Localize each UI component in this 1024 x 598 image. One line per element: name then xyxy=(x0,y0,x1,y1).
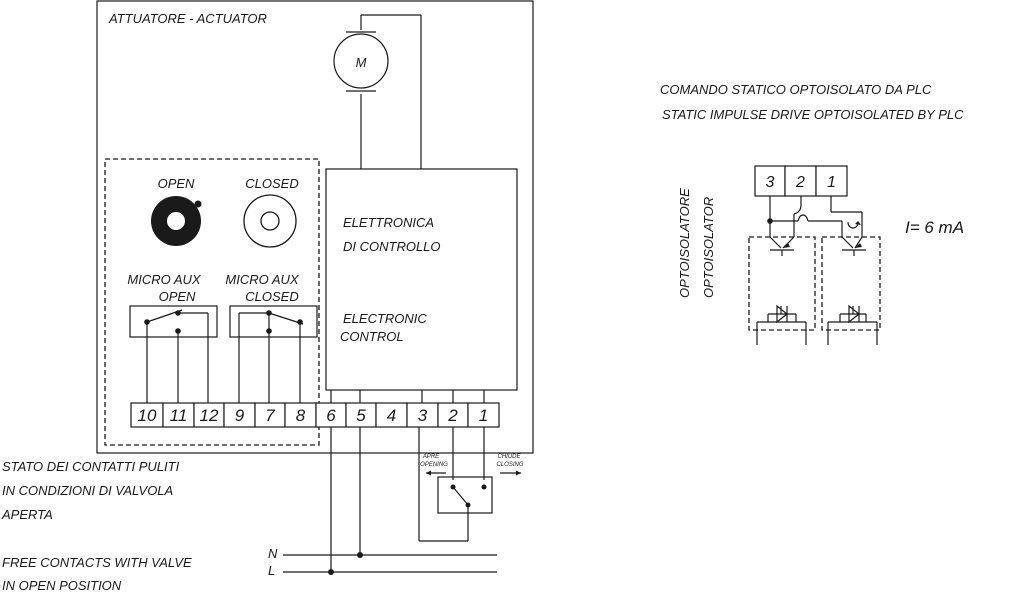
control-electronics-box xyxy=(325,168,518,391)
current-label: I= 6 mA xyxy=(905,218,964,237)
terminal-label: 4 xyxy=(387,406,396,425)
switch-close-label-2: CLOSING xyxy=(496,462,523,468)
note-en-line: FREE CONTACTS WITH VALVE xyxy=(2,555,192,570)
terminal-cell xyxy=(375,402,408,428)
micro-open-label-1: MICRO AUX xyxy=(127,272,202,287)
terminal-label: 7 xyxy=(265,406,275,425)
terminal-label: 12 xyxy=(200,406,219,425)
indicator-open-label: OPEN xyxy=(158,176,195,191)
note-it-line: IN CONDIZIONI DI VALVOLA xyxy=(2,483,173,498)
terminal-label: 10 xyxy=(138,406,157,425)
plc-terminal-cell xyxy=(815,165,848,197)
plc-title-it: COMANDO STATICO OPTOISOLATO DA PLC xyxy=(660,82,932,97)
terminal-label: 6 xyxy=(326,406,336,425)
control-label-en-2: CONTROL xyxy=(340,329,404,344)
note-en-line: IN OPEN POSITION xyxy=(2,578,122,593)
micro-switch-open xyxy=(129,305,218,338)
terminal-label: 2 xyxy=(447,406,458,425)
terminal-label: 3 xyxy=(418,406,428,425)
opto-label-it: OPTOISOLATORE xyxy=(677,188,692,298)
line-l-label: L xyxy=(268,563,275,578)
aux-micro-block xyxy=(104,158,320,446)
micro-closed-label-1: MICRO AUX xyxy=(225,272,300,287)
plc-terminal-strip: 3 2 1 xyxy=(754,165,848,197)
terminal-label: 8 xyxy=(296,406,306,425)
control-label-en-1: ELECTRONIC xyxy=(343,311,427,326)
external-selector-switch xyxy=(437,476,493,514)
motor-label: M xyxy=(356,55,367,70)
optoisolator-1 xyxy=(748,236,816,331)
terminal-cell xyxy=(406,402,439,428)
control-label-it-2: DI CONTROLLO xyxy=(343,239,441,254)
switch-open-label-1: APRE xyxy=(422,454,440,460)
terminal-label: 5 xyxy=(356,406,366,425)
plc-title-en: STATIC IMPULSE DRIVE OPTOISOLATED BY PLC xyxy=(662,107,964,122)
actuator-title: ATTUATORE - ACTUATOR xyxy=(108,11,267,26)
terminal-label: 11 xyxy=(170,406,188,425)
actuator-enclosure xyxy=(96,0,534,454)
terminal-label: 1 xyxy=(479,406,488,425)
motor-symbol xyxy=(333,33,389,89)
terminal-cell xyxy=(254,402,286,428)
plc-terminal-label: 1 xyxy=(827,174,836,191)
micro-closed-label-2: CLOSED xyxy=(245,289,298,304)
note-en: FREE CONTACTS WITH VALVE IN OPEN POSITIO… xyxy=(2,555,192,593)
switch-close-label-1: CHIUDE xyxy=(497,454,521,460)
micro-open-label-2: OPEN xyxy=(159,289,196,304)
optoisolator-2 xyxy=(821,236,881,331)
line-n-label: N xyxy=(268,546,278,561)
terminal-cell xyxy=(130,402,164,428)
switch-open-label-2: OPENING xyxy=(420,462,448,468)
control-label-it-1: ELETTRONICA xyxy=(343,215,434,230)
terminal-label: 9 xyxy=(235,406,245,425)
note-it-line: APERTA xyxy=(1,507,53,522)
note-it: STATO DEI CONTATTI PULITI IN CONDIZIONI … xyxy=(1,459,180,522)
note-it-line: STATO DEI CONTATTI PULITI xyxy=(2,459,180,474)
indicator-closed-label: CLOSED xyxy=(245,176,298,191)
opto-label-en: OPTOISOLATOR xyxy=(701,197,716,298)
micro-switch-closed xyxy=(229,305,318,338)
plc-terminal-label: 3 xyxy=(766,174,775,191)
plc-terminal-cell xyxy=(784,165,817,197)
plc-terminal-label: 2 xyxy=(795,174,805,191)
